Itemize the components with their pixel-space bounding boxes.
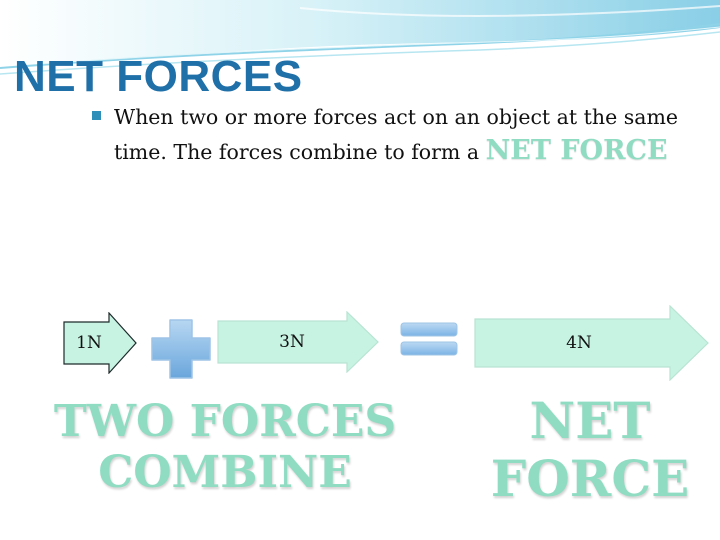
equals-icon bbox=[400, 322, 458, 356]
force-arrow-3n: 3N bbox=[217, 311, 379, 373]
caption-two-forces-combine: TWO FORCES COMBINE bbox=[40, 396, 410, 499]
caption-right-line-1: NET bbox=[470, 392, 710, 450]
arrow-label-4n: 4N bbox=[474, 305, 684, 381]
plus-icon bbox=[150, 318, 212, 380]
arrow-label-1n: 1N bbox=[63, 312, 115, 374]
bullet-text: When two or more forces act on an object… bbox=[114, 100, 694, 169]
caption-left-line-2: COMBINE bbox=[40, 447, 410, 498]
force-arrow-4n: 4N bbox=[474, 305, 709, 381]
arrow-label-3n: 3N bbox=[217, 311, 367, 373]
force-arrow-1n: 1N bbox=[63, 312, 137, 374]
square-bullet-icon bbox=[92, 111, 101, 120]
net-force-emphasis: NET FORCE bbox=[486, 135, 668, 166]
caption-left-line-1: TWO FORCES bbox=[40, 396, 410, 447]
caption-net-force: NET FORCE bbox=[470, 392, 710, 508]
slide-title: NET FORCES bbox=[14, 52, 303, 102]
caption-right-line-2: FORCE bbox=[470, 450, 710, 508]
